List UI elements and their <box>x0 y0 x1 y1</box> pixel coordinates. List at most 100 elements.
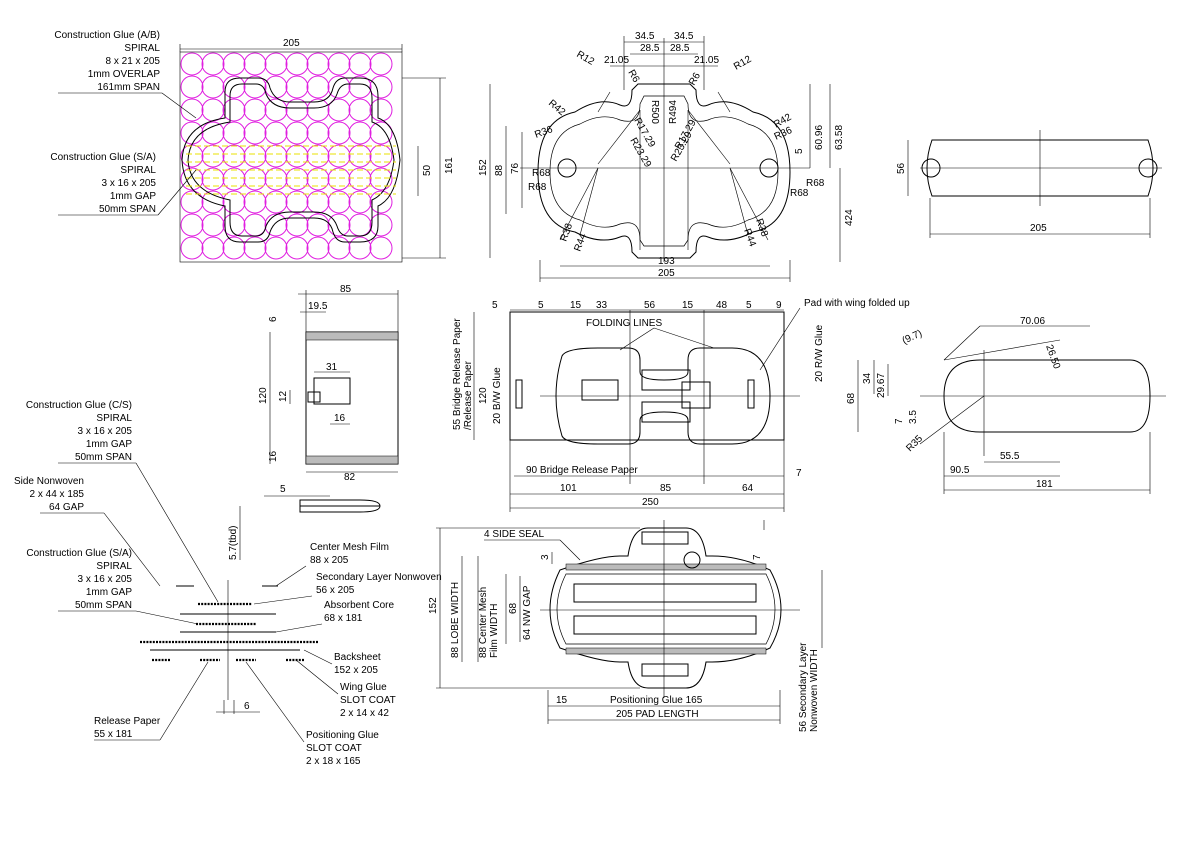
dim-3: 3 <box>540 554 551 560</box>
dim-424: 424 <box>844 209 855 226</box>
lobe-width-label: 88 LOBE WIDTH <box>450 582 461 658</box>
dim-60.96: 60.96 <box>814 125 825 150</box>
pad-top-view: 34.5 34.5 28.5 28.5 21.05 21.05 R12 R12 … <box>478 31 855 282</box>
dim-50: 50 <box>422 164 433 176</box>
glue-spiral-circle <box>285 167 309 191</box>
note-line: SPIRAL <box>96 413 132 424</box>
glue-outline <box>179 51 403 263</box>
glue-spiral-circle <box>285 236 309 260</box>
note-line: 50mm SPAN <box>99 204 156 215</box>
glue-spiral-circle <box>348 213 372 237</box>
note-line: Center Mesh Film <box>310 542 389 553</box>
note-line: 152 x 205 <box>334 665 378 676</box>
glue-spiral-circle <box>348 236 372 260</box>
glue-spiral-circle <box>306 121 330 145</box>
note-line: SPIRAL <box>124 43 160 54</box>
glue-spiral-circle <box>327 52 351 76</box>
dim-34: 34 <box>862 372 873 384</box>
glue-spiral-circle <box>201 236 225 260</box>
glue-spiral-circle <box>243 167 267 191</box>
dim-88: 88 <box>494 164 505 176</box>
secondary-layer-width-label: 56 Secondary LayerNonwoven WIDTH <box>798 642 820 732</box>
dim-7: 7 <box>752 554 763 560</box>
dim-205: 205 <box>1030 223 1047 234</box>
note-line: SLOT COAT <box>340 695 396 706</box>
dim-68: 68 <box>508 602 519 614</box>
glue-spiral-circle <box>348 52 372 76</box>
r44-left: R44 <box>572 232 589 253</box>
glue-spiral-circle <box>201 98 225 122</box>
note-line: 1mm GAP <box>86 587 132 598</box>
glue-spiral-circle <box>243 121 267 145</box>
glue-spiral-circle <box>306 190 330 214</box>
dim-120: 120 <box>478 387 489 404</box>
positioning-glue-label: Positioning Glue 165 <box>610 695 703 706</box>
bridge-release-paper-label: 90 Bridge Release Paper <box>526 465 638 476</box>
glue-spiral-circle <box>222 144 246 168</box>
glue-spiral-circle <box>306 98 330 122</box>
note-line: 68 x 181 <box>324 613 363 624</box>
glue-spiral-circle <box>306 167 330 191</box>
glue-spiral-circle <box>201 167 225 191</box>
dim-250: 250 <box>642 497 659 508</box>
glue-spiral-circle <box>369 236 393 260</box>
note-line: 64 GAP <box>49 502 84 513</box>
pad-side-view: 56 205 <box>896 130 1162 238</box>
dim-top-5a: 5 <box>492 300 498 311</box>
dim-120: 120 <box>258 387 269 404</box>
dim-76: 76 <box>510 162 521 174</box>
dim-101: 101 <box>560 483 577 494</box>
dim-7: 7 <box>894 418 905 424</box>
dim-28.5-right: 28.5 <box>670 43 690 54</box>
nw-gap-label: 64 NW GAP <box>522 585 533 640</box>
glue-spiral-circle <box>243 190 267 214</box>
note-glue-sa: Construction Glue (S/A) SPIRAL 3 x 16 x … <box>50 152 197 216</box>
glue-spiral-circle <box>264 213 288 237</box>
note-line: Side Nonwoven <box>14 476 84 487</box>
glue-spiral-circle <box>327 144 351 168</box>
glue-spiral-circle <box>348 167 372 191</box>
dim-29.67: 29.67 <box>876 373 887 398</box>
glue-spiral-circle <box>369 190 393 214</box>
dim-9.7: (9.7) <box>901 328 924 347</box>
glue-spiral-circle <box>264 236 288 260</box>
glue-spiral-circle <box>243 144 267 168</box>
dim-top-15b: 15 <box>682 300 694 311</box>
note-line: Construction Glue (A/B) <box>54 30 160 41</box>
note-line: 3 x 16 x 205 <box>78 574 133 585</box>
glue-spiral-circle <box>369 213 393 237</box>
glue-spiral-circle <box>369 52 393 76</box>
glue-spiral-circle <box>201 190 225 214</box>
r35: R35 <box>904 433 925 454</box>
glue-spiral-circle <box>285 213 309 237</box>
dim-205: 205 <box>658 268 675 279</box>
glue-spiral-circle <box>369 75 393 99</box>
glue-spiral-circle <box>285 52 309 76</box>
dim-28.5-left: 28.5 <box>640 43 660 54</box>
layer-stack-view: 6 <box>140 580 318 714</box>
r44-right: R44 <box>741 227 758 248</box>
glue-spiral-circle <box>306 144 330 168</box>
rw-glue-label: 20 R/W Glue <box>814 324 825 382</box>
glue-spiral-circle <box>306 236 330 260</box>
r6-left: R6 <box>625 68 641 85</box>
glue-spiral-circle <box>222 75 246 99</box>
dim-5: 5 <box>794 148 805 154</box>
glue-spiral-circle <box>180 98 204 122</box>
note-line: Construction Glue (C/S) <box>26 400 132 411</box>
glue-spiral-circle <box>222 52 246 76</box>
note-line: 1mm GAP <box>86 439 132 450</box>
dim-64: 64 <box>742 483 754 494</box>
glue-spiral-circle <box>285 190 309 214</box>
glue-spiral-circle <box>348 75 372 99</box>
dim-152: 152 <box>428 597 439 614</box>
glue-spiral-circle <box>222 98 246 122</box>
r38-left: R38 <box>558 222 575 243</box>
glue-spiral-circle <box>222 213 246 237</box>
glue-spiral-circle <box>327 190 351 214</box>
glue-spiral-circle <box>243 75 267 99</box>
note-line: 2 x 44 x 185 <box>30 489 85 500</box>
glue-spiral-circle <box>222 121 246 145</box>
